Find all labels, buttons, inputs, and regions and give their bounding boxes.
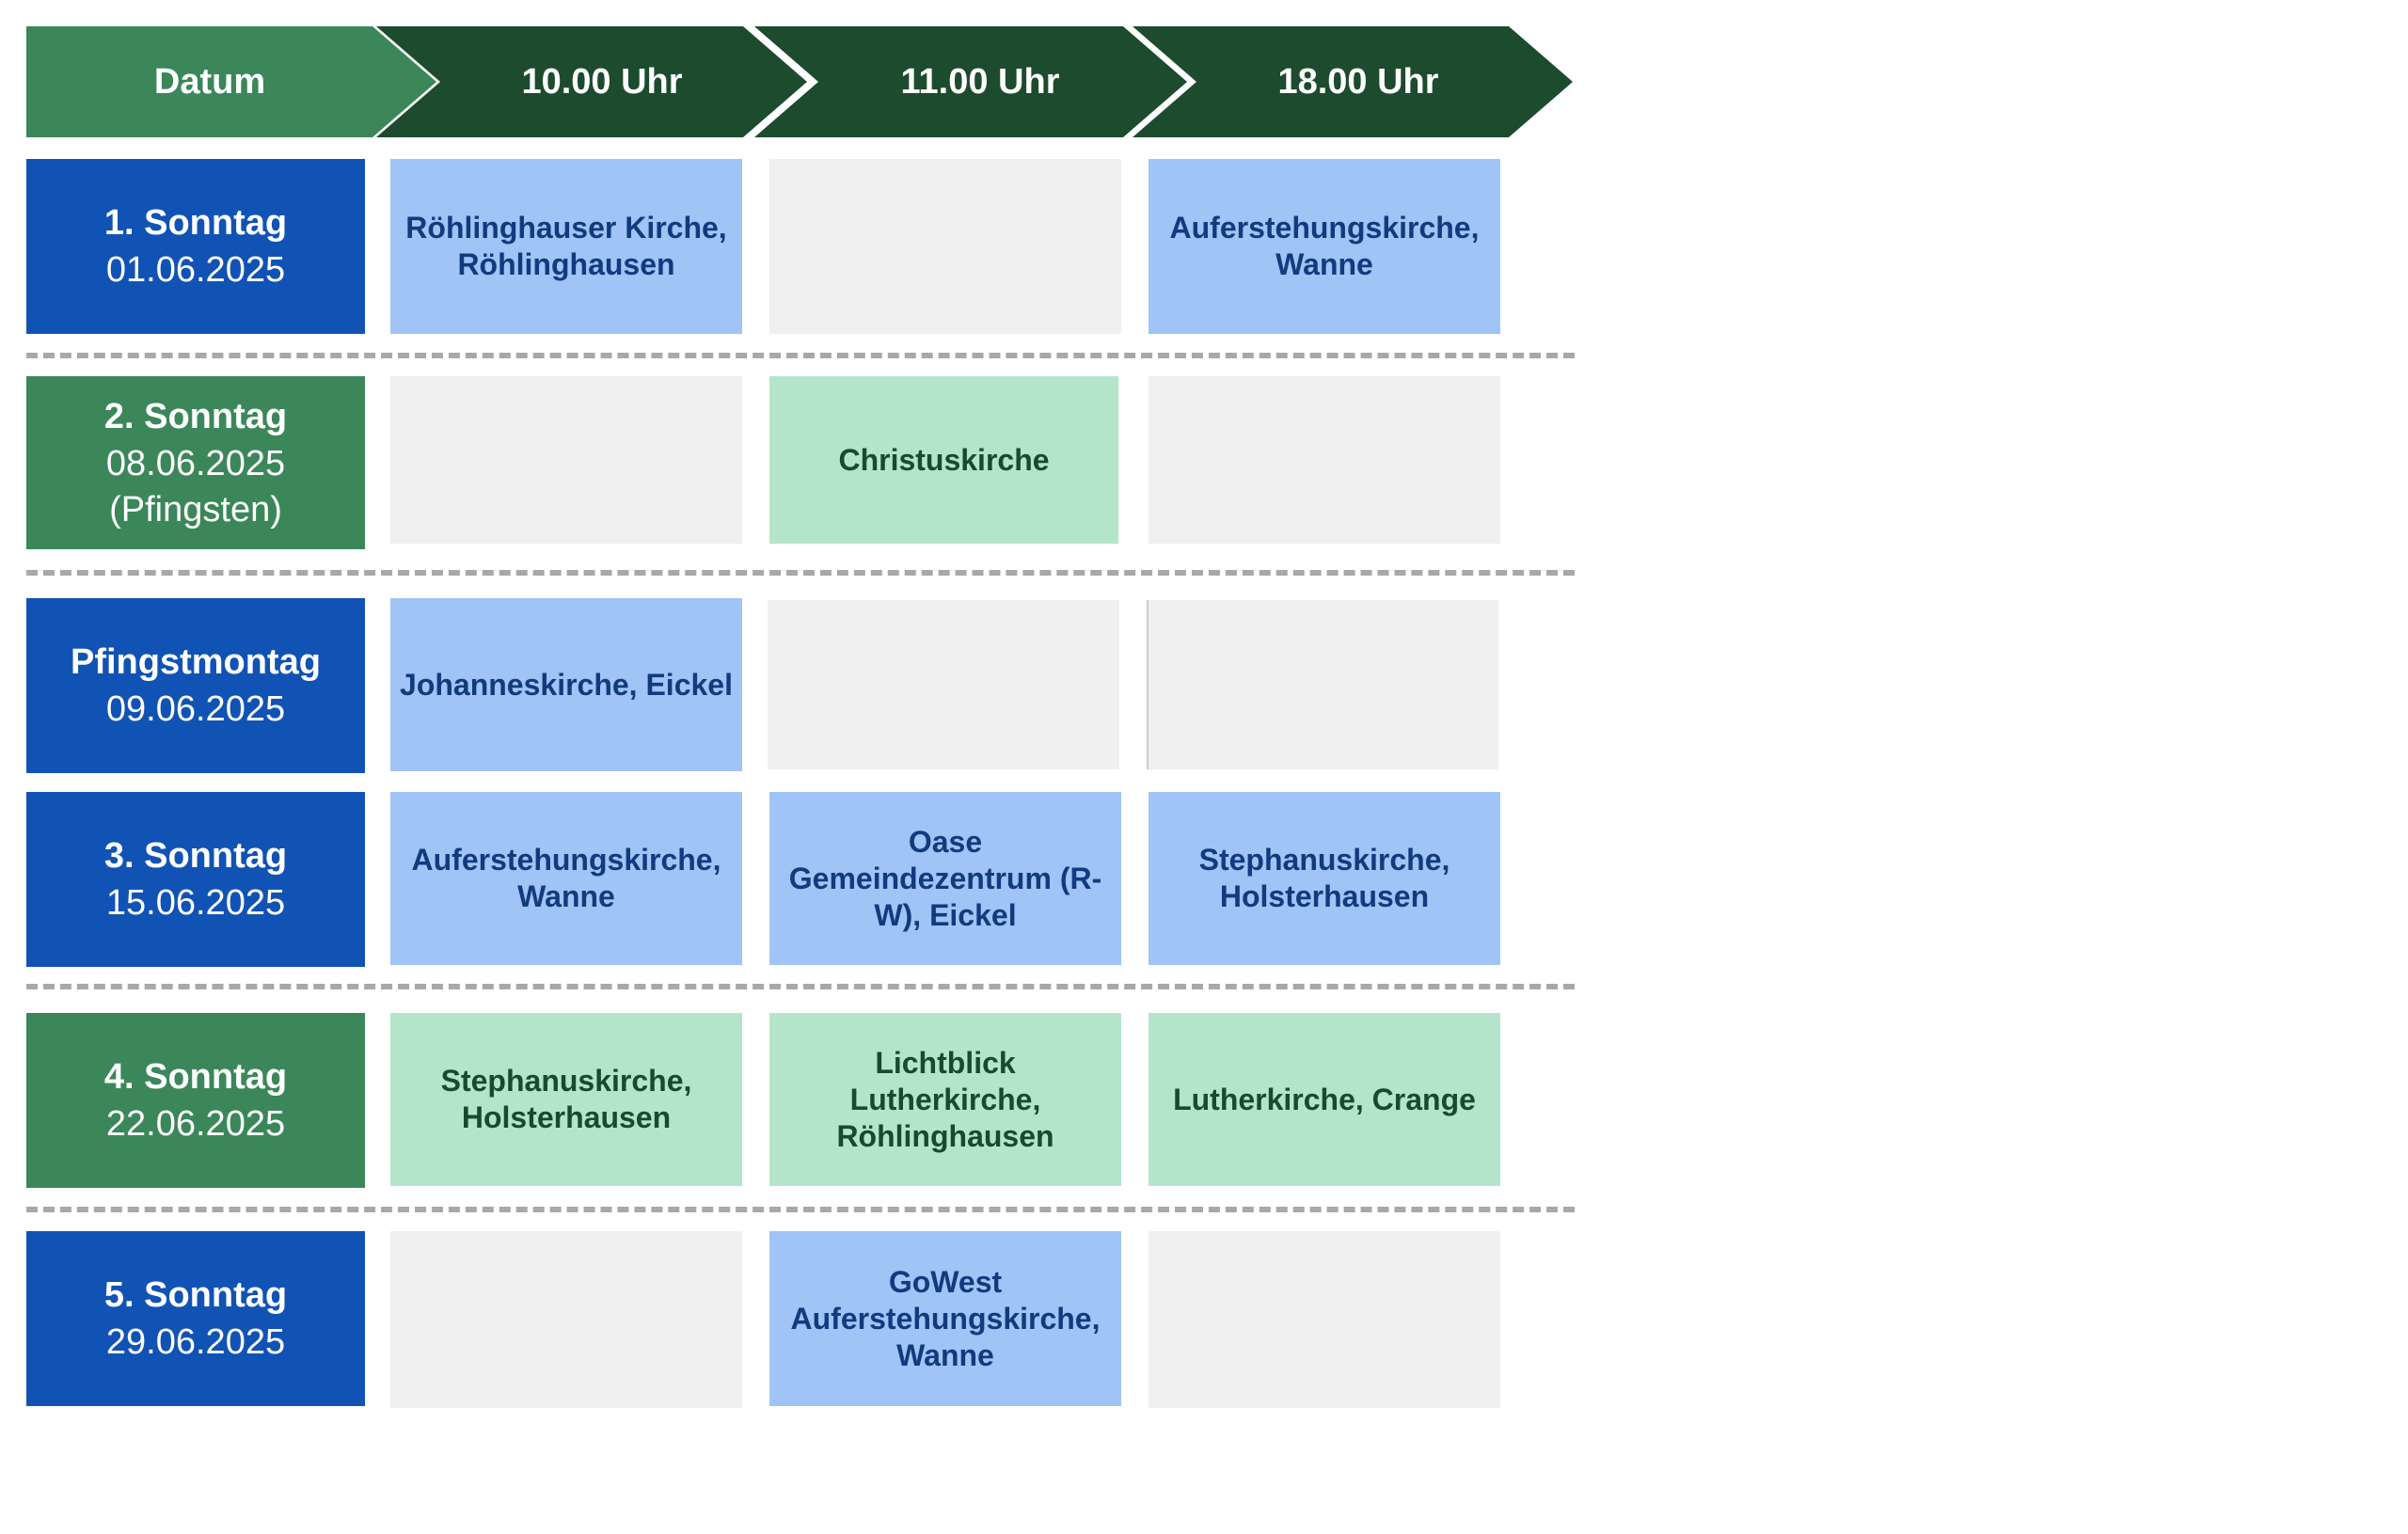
service-cell-row1-1800: Auferstehungskirche, Wanne xyxy=(1149,159,1500,334)
header-slot-1100-label: 11.00 Uhr xyxy=(900,61,1060,102)
service-cell-row1-1000: Röhlinghauser Kirche, Röhlinghausen xyxy=(390,159,742,334)
date-name: 5. Sonntag xyxy=(103,1275,288,1315)
service-cell-row3-1000: Johanneskirche, Eickel xyxy=(390,598,742,771)
empty-cell-row1-1100 xyxy=(769,159,1121,334)
service-cell-row5-1100: Lichtblick Lutherkirche, Röhlinghausen xyxy=(769,1013,1121,1186)
date-cell-pfingstmontag: Pfingstmontag 09.06.2025 xyxy=(26,598,365,773)
date-value: 15.06.2025 xyxy=(105,883,286,923)
date-value: 29.06.2025 xyxy=(105,1322,286,1362)
date-name: 1. Sonntag xyxy=(103,203,288,243)
header-datum-label: Datum xyxy=(153,61,266,102)
row-divider xyxy=(26,1207,1575,1212)
date-name: 4. Sonntag xyxy=(103,1057,288,1097)
service-cell-row4-1100: Oase Gemeindezentrum (R-W), Eickel xyxy=(769,792,1121,965)
header-slot-1800: 18.00 Uhr xyxy=(1133,26,1575,137)
date-value: 22.06.2025 xyxy=(105,1104,286,1144)
empty-cell-row6-1000 xyxy=(390,1231,742,1408)
date-name: Pfingstmontag xyxy=(71,642,321,682)
date-value: 01.06.2025 xyxy=(105,250,286,290)
date-name: 2. Sonntag xyxy=(103,397,288,436)
empty-cell-row6-1800 xyxy=(1149,1231,1500,1408)
date-value: 09.06.2025 xyxy=(105,689,286,729)
service-cell-row6-1100: GoWest Auferstehungskirche, Wanne xyxy=(769,1231,1121,1406)
date-cell-1-sonntag: 1. Sonntag 01.06.2025 xyxy=(26,159,365,334)
header-slot-1100: 11.00 Uhr xyxy=(754,26,1187,137)
header-slot-1800-label: 18.00 Uhr xyxy=(1277,61,1439,102)
header-slot-1800-arrow xyxy=(1133,26,1573,137)
empty-cell-row3-1100 xyxy=(768,600,1119,769)
date-value: 08.06.2025 xyxy=(105,444,286,483)
service-cell-row4-1000: Auferstehungskirche, Wanne xyxy=(390,792,742,965)
header-datum: Datum xyxy=(26,26,440,137)
empty-cell-row3-1800 xyxy=(1147,600,1498,769)
service-cell-row2-1100: Christuskirche xyxy=(769,376,1118,544)
service-cell-row4-1800: Stephanuskirche, Holsterhausen xyxy=(1149,792,1500,965)
header-slot-1100-arrow xyxy=(754,26,1187,137)
date-name: 3. Sonntag xyxy=(103,836,288,876)
row-divider xyxy=(26,570,1575,576)
header-slot-1000: 10.00 Uhr xyxy=(376,26,809,137)
header-slot-1000-label: 10.00 Uhr xyxy=(521,61,683,102)
row-divider xyxy=(26,353,1575,358)
date-cell-4-sonntag: 4. Sonntag 22.06.2025 xyxy=(26,1013,365,1188)
service-cell-row5-1800: Lutherkirche, Crange xyxy=(1149,1013,1500,1186)
service-cell-row5-1000: Stephanuskirche, Holsterhausen xyxy=(390,1013,742,1186)
date-note: (Pfingsten) xyxy=(109,490,282,530)
date-cell-5-sonntag: 5. Sonntag 29.06.2025 xyxy=(26,1231,365,1406)
row-divider xyxy=(26,984,1575,989)
empty-cell-row2-1800 xyxy=(1149,376,1500,544)
header-datum-arrow xyxy=(26,26,436,137)
empty-cell-row2-1000 xyxy=(390,376,742,544)
header-slot-1000-arrow xyxy=(376,26,807,137)
date-cell-3-sonntag: 3. Sonntag 15.06.2025 xyxy=(26,792,365,967)
date-cell-2-sonntag: 2. Sonntag 08.06.2025 (Pfingsten) xyxy=(26,376,365,549)
